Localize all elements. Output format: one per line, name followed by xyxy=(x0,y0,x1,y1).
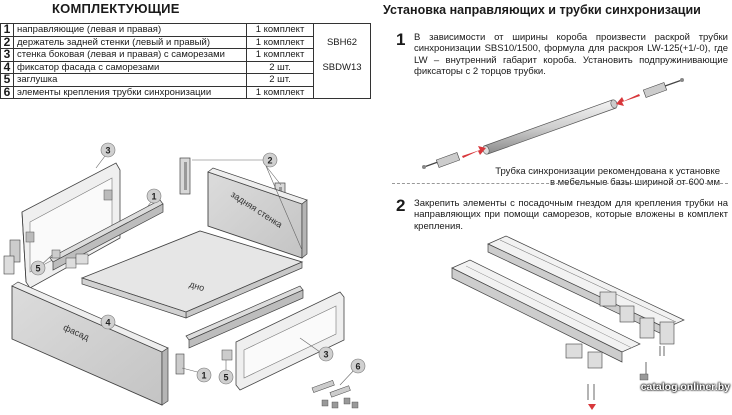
callout-number: 1 xyxy=(151,192,156,202)
runner-assembly-drawing xyxy=(451,235,685,410)
callout-number: 4 xyxy=(105,318,110,328)
side-wall-left xyxy=(21,162,121,289)
callout-1: 1 xyxy=(146,188,162,204)
callout-5: 5 xyxy=(30,260,46,276)
callouts: 3 2 1 5 4 3 1 5 6 xyxy=(30,142,366,385)
cap-parts xyxy=(51,249,89,269)
callout-4: 4 xyxy=(100,314,116,330)
callout-number: 6 xyxy=(355,362,360,372)
insert-arrow-left-icon xyxy=(462,146,486,158)
callout-1: 1 xyxy=(196,367,212,383)
bottom-label: дно xyxy=(188,279,206,293)
spring-fixator-left xyxy=(422,152,461,169)
callout-number: 1 xyxy=(201,371,206,381)
step-2-text: Закрепить элементы с посадочным гнездом … xyxy=(414,198,728,232)
side-wall-right xyxy=(221,291,345,391)
watermark: catalog.onliner.by xyxy=(640,381,730,393)
component-code xyxy=(313,73,371,86)
component-code: SBDW13 xyxy=(313,61,371,74)
runner-right xyxy=(175,285,304,375)
callout-3: 3 xyxy=(318,346,334,362)
sync-tube-elements xyxy=(311,380,359,409)
spring-fixator-right xyxy=(642,78,684,98)
tube-recommendation-note: Трубка синхронизации рекомендована к уст… xyxy=(470,166,720,189)
back-wall: задняя стенка xyxy=(207,167,308,259)
callout-2: 2 xyxy=(262,152,278,168)
sync-tube-drawing xyxy=(422,78,684,169)
component-code xyxy=(313,23,371,36)
step-divider xyxy=(392,183,728,184)
step-1-number: 1 xyxy=(396,30,406,49)
callout-3: 3 xyxy=(100,142,116,158)
installation-title: Установка направляющих и трубки синхрони… xyxy=(383,3,701,17)
note-line-1: Трубка синхронизации рекомендована к уст… xyxy=(495,166,720,177)
bottom-panel: дно xyxy=(80,230,304,319)
component-code: SBH62 xyxy=(313,36,371,49)
callout-number: 5 xyxy=(223,373,228,383)
screw-arrow-icon xyxy=(588,404,596,410)
callout-5: 5 xyxy=(218,369,234,385)
runner-left xyxy=(3,199,164,275)
component-code xyxy=(313,86,371,99)
step-2-number: 2 xyxy=(396,196,406,215)
callout-number: 3 xyxy=(323,350,328,360)
component-code xyxy=(313,48,371,61)
insert-arrow-right-icon xyxy=(616,94,640,106)
callout-6: 6 xyxy=(350,358,366,374)
callout-number: 5 xyxy=(35,264,40,274)
note-line-2: в мебельные базы шириной от 600 мм xyxy=(549,177,720,189)
step-1-text: В зависимости от ширины короба произвест… xyxy=(414,32,728,77)
callout-number: 2 xyxy=(267,156,272,166)
front-facade: фасад xyxy=(11,281,169,406)
callout-number: 3 xyxy=(105,146,110,156)
components-title: КОМПЛЕКТУЮЩИЕ xyxy=(52,1,180,16)
